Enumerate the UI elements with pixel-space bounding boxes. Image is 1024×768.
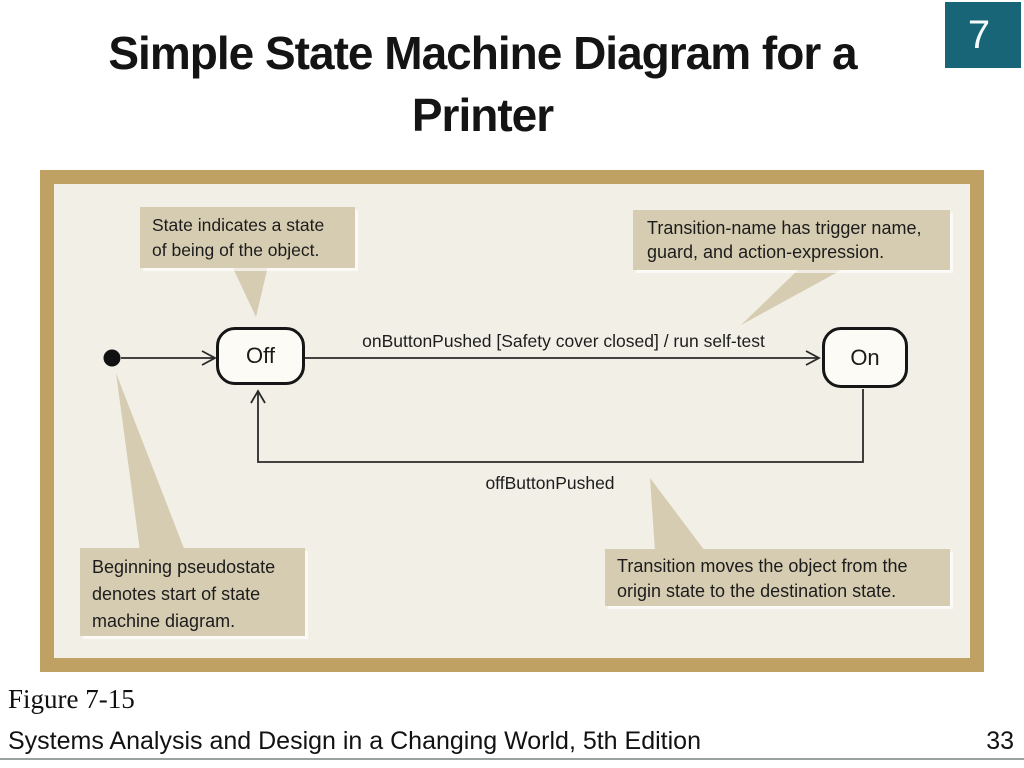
state-on: On	[822, 327, 908, 388]
title-line-2: Printer	[411, 89, 554, 141]
state-off: Off	[216, 327, 305, 385]
callout-pseudostate-note: Beginning pseudostate denotes start of s…	[80, 548, 305, 636]
state-machine-diagram	[103, 266, 864, 551]
callout-text: State indicates a state	[152, 215, 325, 235]
callout-transition-note: Transition moves the object from the ori…	[605, 549, 950, 606]
callout-text: machine diagram.	[92, 611, 236, 631]
callout-text: origin state to the destination state.	[617, 581, 897, 601]
footer-divider	[0, 758, 1024, 760]
on-transition-label: onButtonPushed [Safety cover closed] / r…	[362, 331, 765, 351]
callout-text: Transition moves the object from the	[617, 556, 908, 576]
off-transition-label: offButtonPushed	[485, 473, 615, 493]
on-transition-arrowhead	[805, 350, 821, 366]
callout-text: Transition-name has trigger name,	[647, 218, 922, 238]
footer-page-number: 33	[986, 727, 1014, 755]
initial-pseudostate-dot	[103, 349, 121, 367]
callout-tail-transition-name	[741, 268, 845, 325]
off-transition-line	[257, 389, 864, 463]
chapter-number-badge: 7	[945, 2, 1021, 68]
callout-transition-name-note: Transition-name has trigger name, guard,…	[633, 210, 950, 270]
callout-state-note: State indicates a state of being of the …	[140, 207, 355, 268]
footer-book-title: Systems Analysis and Design in a Changin…	[8, 727, 701, 755]
page-title: Simple State Machine Diagram for a Print…	[0, 22, 965, 146]
callout-tail-state	[232, 266, 268, 317]
callout-text: Beginning pseudostate	[92, 557, 276, 577]
initial-arrowhead	[201, 350, 217, 366]
callout-tail-pseudostate	[116, 373, 185, 551]
callout-text: of being of the object.	[152, 240, 320, 260]
title-line-1: Simple State Machine Diagram for a	[108, 27, 857, 79]
figure-caption: Figure 7-15	[8, 684, 135, 714]
callout-text: denotes start of state	[92, 584, 261, 604]
off-transition-arrowhead	[250, 389, 266, 404]
callout-tail-transition	[650, 478, 705, 551]
callout-text: guard, and action-expression.	[647, 242, 885, 262]
